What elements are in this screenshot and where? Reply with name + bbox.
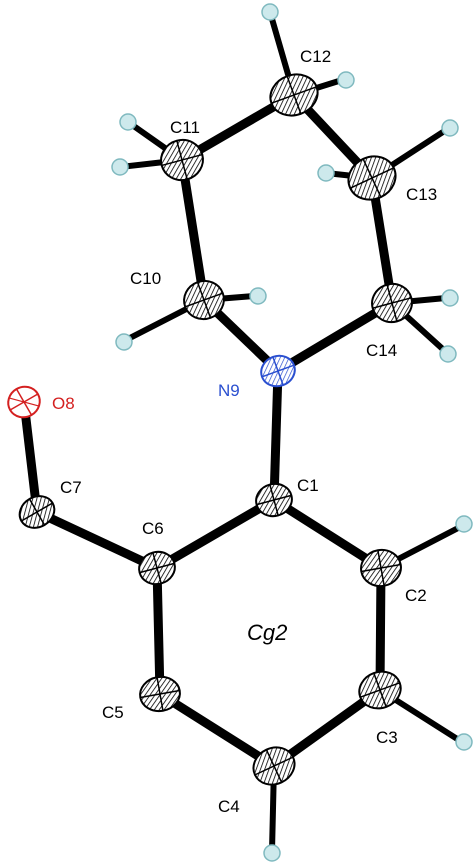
atom-o8 xyxy=(7,385,41,419)
hydrogen-atom xyxy=(441,119,459,137)
label-c10: C10 xyxy=(130,269,161,288)
hydrogen-atoms xyxy=(111,3,473,862)
hydrogen-atom xyxy=(119,113,137,131)
atom-n9 xyxy=(260,354,296,388)
label-c11: C11 xyxy=(170,118,200,137)
label-c2: C2 xyxy=(405,586,427,605)
atom-c3 xyxy=(358,670,402,710)
atom-c5 xyxy=(139,675,181,713)
label-c7: C7 xyxy=(60,478,82,497)
atom-c4 xyxy=(252,746,296,786)
label-o8: O8 xyxy=(52,394,75,413)
atom-c1 xyxy=(255,482,293,518)
hydrogen-atom xyxy=(439,345,457,363)
bonds xyxy=(19,90,397,771)
hydrogen-atom xyxy=(441,289,459,307)
label-c6: C6 xyxy=(142,519,164,538)
hydrogen-atom xyxy=(317,164,335,182)
hydrogen-atom xyxy=(111,158,129,176)
atom-c6 xyxy=(138,550,176,586)
hydrogen-atom xyxy=(455,733,473,751)
hydrogen-atom xyxy=(263,844,281,862)
label-n9: N9 xyxy=(218,381,240,400)
label-c13: C13 xyxy=(406,185,437,204)
atom-c13 xyxy=(347,155,397,201)
h-bonds xyxy=(117,9,465,854)
hydrogen-atom xyxy=(337,71,355,89)
label-c12: C12 xyxy=(300,47,331,66)
atom-c14 xyxy=(371,282,413,324)
atom-c7 xyxy=(18,495,56,529)
label-c5: C5 xyxy=(102,703,124,722)
hydrogen-atom xyxy=(455,515,473,533)
label-c3: C3 xyxy=(376,728,398,747)
hydrogen-atom xyxy=(261,3,279,21)
hydrogen-atom xyxy=(115,333,133,351)
atom-c10 xyxy=(183,279,225,321)
hydrogen-atom xyxy=(249,287,267,305)
label-c1: C1 xyxy=(297,476,319,495)
atom-c2 xyxy=(360,548,402,588)
label-c4: C4 xyxy=(218,797,240,816)
centroid-label: Cg2 xyxy=(247,620,287,645)
label-c14: C14 xyxy=(366,341,397,360)
heavy-atoms xyxy=(7,73,413,786)
atom-c11 xyxy=(160,138,204,182)
atom-labels: C1 C2 C3 C4 C5 C6 C7 O8 N9 C10 C11 C12 C… xyxy=(52,47,437,816)
atom-c12 xyxy=(269,73,319,117)
